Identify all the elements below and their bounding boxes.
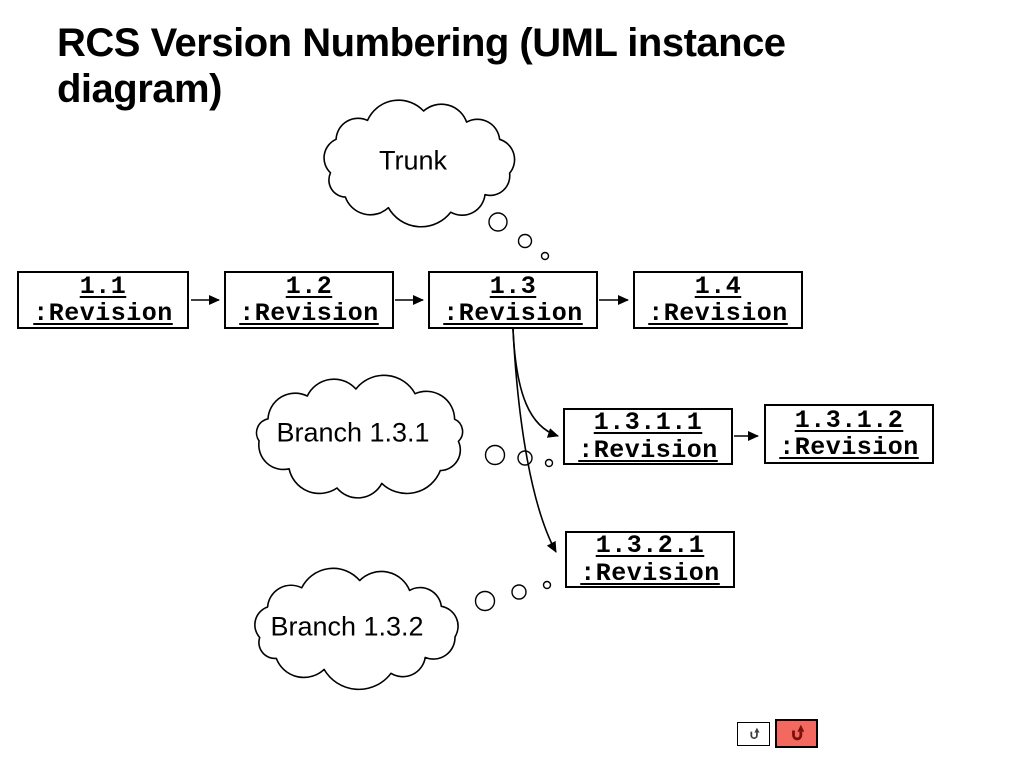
revision-classifier: :Revision xyxy=(443,299,583,328)
revision-box-1-4: 1.4 :Revision xyxy=(633,271,803,329)
revision-number: 1.3.2.1 xyxy=(595,531,705,560)
arrow-1-3-to-1-3-2-1 xyxy=(512,328,557,553)
revision-box-1-3-2-1: 1.3.2.1 :Revision xyxy=(565,531,735,588)
branch-1-3-1-trail-bubble xyxy=(484,444,506,466)
trunk-trail-bubble xyxy=(517,233,533,249)
revision-box-1-2: 1.2 :Revision xyxy=(224,271,394,329)
revision-classifier: :Revision xyxy=(33,299,173,328)
branch-1-3-2-cloud-label: Branch 1.3.2 xyxy=(270,611,424,642)
revision-classifier: :Revision xyxy=(779,433,919,462)
u-turn-arrow-icon xyxy=(791,724,804,741)
branch-1-3-2-cloud xyxy=(254,567,459,691)
revision-number: 1.1 xyxy=(79,271,127,301)
branch-1-3-1-trail-bubble xyxy=(544,458,554,468)
arrow-1-3-to-1-3-1-1 xyxy=(512,328,559,438)
revision-number: 1.3.1.2 xyxy=(794,405,904,435)
revision-classifier: :Revision xyxy=(239,299,379,328)
revision-box-1-3: 1.3 :Revision xyxy=(428,271,598,329)
branch-1-3-1-cloud-label: Branch 1.3.1 xyxy=(276,417,430,448)
branch-1-3-2-trail-bubble xyxy=(474,590,496,612)
revision-classifier: :Revision xyxy=(578,435,718,465)
revision-box-1-1: 1.1 :Revision xyxy=(17,271,189,329)
return-action-button-active[interactable] xyxy=(775,719,818,748)
revision-classifier: :Revision xyxy=(648,299,788,328)
u-turn-arrow-icon xyxy=(749,727,759,739)
slide-title: RCS Version Numbering (UML instance diag… xyxy=(57,21,786,112)
trunk-cloud-label: Trunk xyxy=(378,145,448,176)
revision-classifier: :Revision xyxy=(580,558,720,588)
revision-box-1-3-1-2: 1.3.1.2 :Revision xyxy=(764,404,934,464)
revision-box-1-3-1-1: 1.3.1.1 :Revision xyxy=(563,408,733,465)
branch-1-3-1-trail-bubble xyxy=(517,450,533,466)
branch-1-3-1-cloud xyxy=(255,374,464,499)
trunk-trail-bubble xyxy=(540,251,550,261)
trunk-trail-bubble xyxy=(488,212,508,232)
revision-number: 1.4 xyxy=(694,271,742,301)
revision-number: 1.3 xyxy=(489,271,537,301)
trunk-cloud xyxy=(323,99,516,228)
return-action-button[interactable] xyxy=(737,722,770,746)
revision-number: 1.3.1.1 xyxy=(593,408,703,437)
branch-1-3-2-trail-bubble xyxy=(542,580,552,590)
revision-number: 1.2 xyxy=(285,271,333,301)
branch-1-3-2-trail-bubble xyxy=(511,584,527,600)
